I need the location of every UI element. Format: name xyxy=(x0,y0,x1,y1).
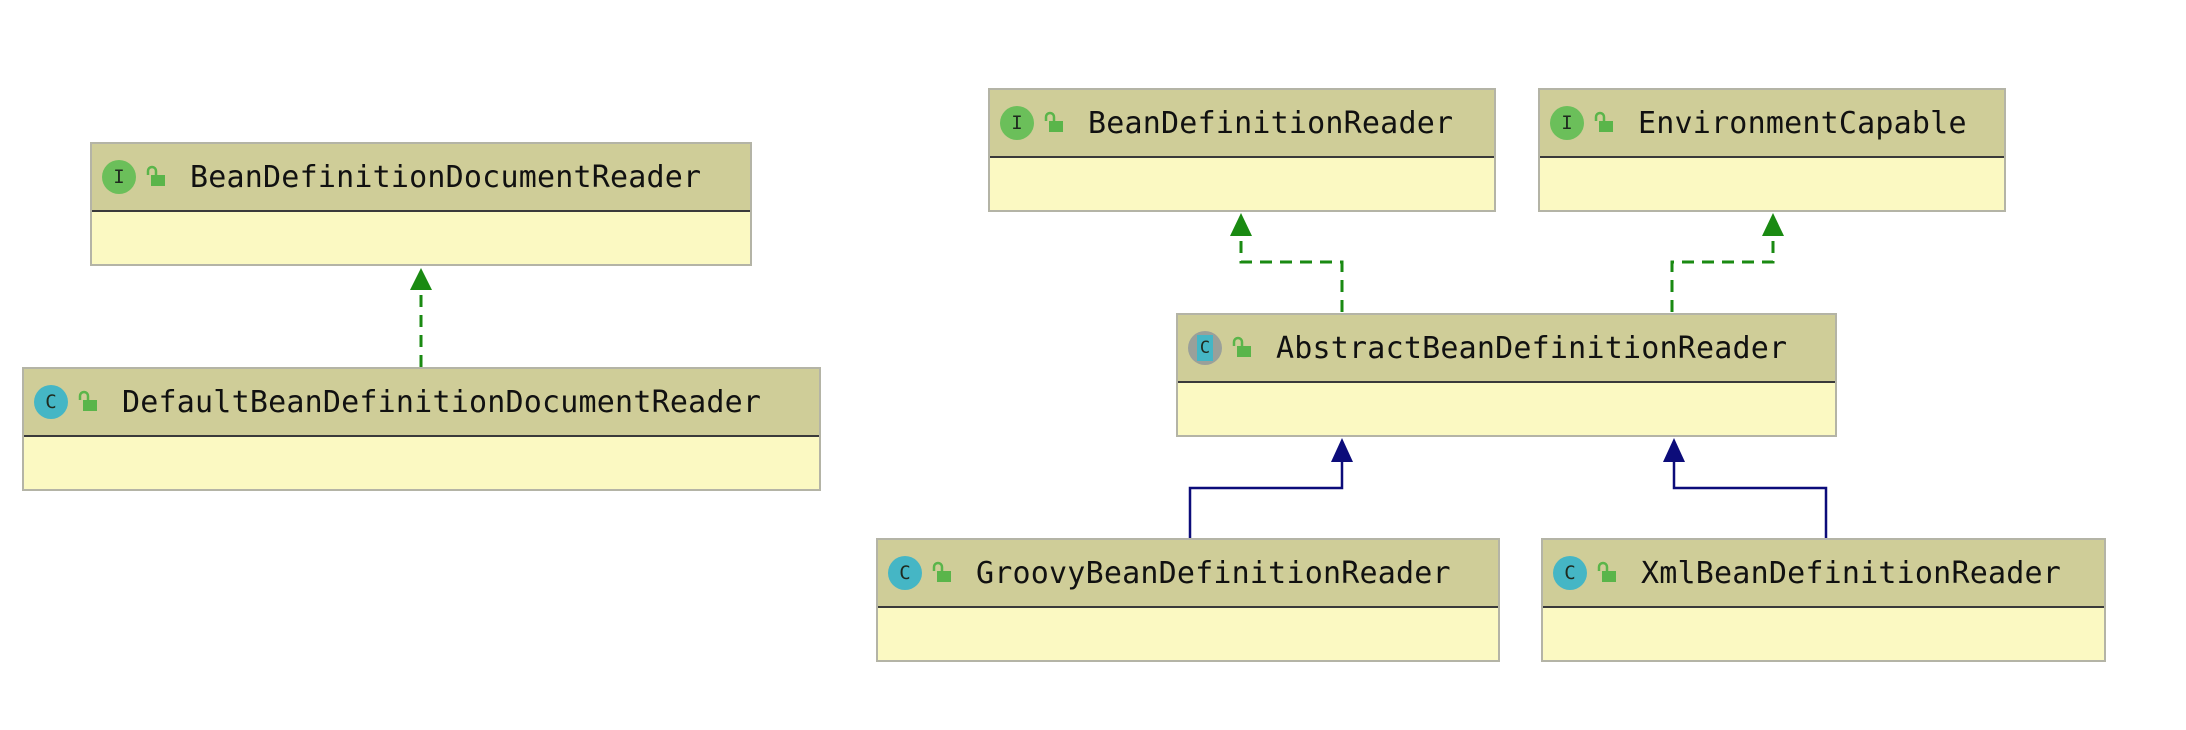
interface-icon: I xyxy=(1550,106,1584,140)
class-icon: C xyxy=(34,385,68,419)
unlocked-lock-icon xyxy=(1044,111,1063,132)
node-default-bean-definition-document-reader[interactable]: C DefaultBeanDefinitionDocumentReader xyxy=(22,367,821,491)
node-xml-bean-definition-reader[interactable]: C XmlBeanDefinitionReader xyxy=(1541,538,2106,662)
abstract-class-icon: C xyxy=(1188,331,1222,365)
node-abstract-bean-definition-reader[interactable]: C AbstractBeanDefinitionReader xyxy=(1176,313,1837,437)
node-bean-definition-document-reader[interactable]: I BeanDefinitionDocumentReader xyxy=(90,142,752,266)
node-header: I BeanDefinitionDocumentReader xyxy=(92,144,750,212)
unlocked-lock-icon xyxy=(1597,561,1616,582)
node-title: BeanDefinitionDocumentReader xyxy=(190,159,702,195)
node-environment-capable[interactable]: I EnvironmentCapable xyxy=(1538,88,2006,212)
edge-abdr-implements-bdr xyxy=(1239,236,1344,312)
arrowhead-implements xyxy=(1230,213,1252,236)
unlocked-lock-icon xyxy=(1594,111,1613,132)
node-title: XmlBeanDefinitionReader xyxy=(1641,555,2062,591)
node-header: I EnvironmentCapable xyxy=(1540,90,2004,158)
interface-icon: I xyxy=(102,160,136,194)
node-header: I BeanDefinitionReader xyxy=(990,90,1494,158)
edge-abdr-implements-ec xyxy=(1670,236,1775,312)
unlocked-lock-icon xyxy=(1232,336,1251,357)
node-title: AbstractBeanDefinitionReader xyxy=(1276,330,1788,366)
unlocked-lock-icon xyxy=(78,390,97,411)
abstract-class-glyph: C xyxy=(1197,335,1213,361)
class-icon: C xyxy=(1553,556,1587,590)
unlocked-lock-icon xyxy=(146,165,165,186)
node-title: DefaultBeanDefinitionDocumentReader xyxy=(122,384,762,420)
arrowhead-extends xyxy=(1331,438,1353,462)
interface-icon: I xyxy=(1000,106,1034,140)
node-title: GroovyBeanDefinitionReader xyxy=(976,555,1451,591)
edge-xbdr-extends-abdr xyxy=(1672,462,1828,538)
arrowhead-implements xyxy=(410,268,432,290)
node-header: C XmlBeanDefinitionReader xyxy=(1543,540,2104,608)
node-bean-definition-reader[interactable]: I BeanDefinitionReader xyxy=(988,88,1496,212)
unlocked-lock-icon xyxy=(932,561,951,582)
node-header: C DefaultBeanDefinitionDocumentReader xyxy=(24,369,819,437)
node-header: C GroovyBeanDefinitionReader xyxy=(878,540,1498,608)
arrowhead-extends xyxy=(1663,438,1685,462)
node-title: EnvironmentCapable xyxy=(1638,105,1967,141)
node-title: BeanDefinitionReader xyxy=(1088,105,1454,141)
edge-gbdr-extends-abdr xyxy=(1188,462,1344,538)
node-header: C AbstractBeanDefinitionReader xyxy=(1178,315,1835,383)
class-icon: C xyxy=(888,556,922,590)
node-groovy-bean-definition-reader[interactable]: C GroovyBeanDefinitionReader xyxy=(876,538,1500,662)
arrowhead-implements xyxy=(1762,213,1784,236)
